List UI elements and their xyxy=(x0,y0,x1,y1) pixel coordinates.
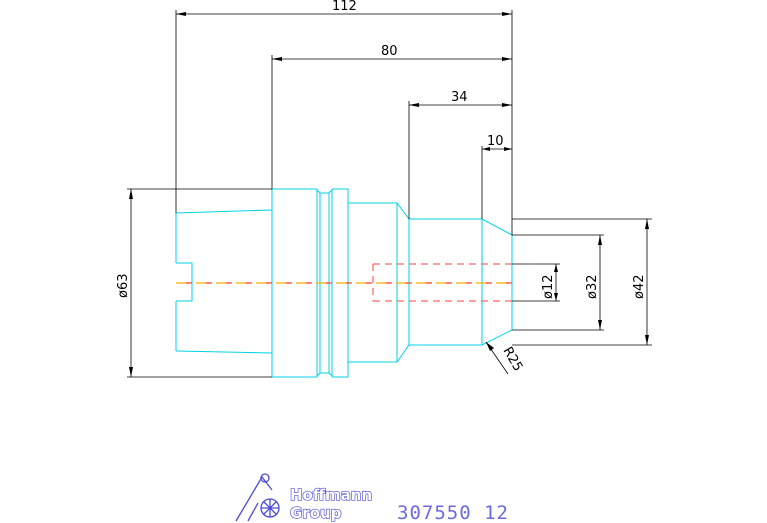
dim-phi32-label: ø32 xyxy=(585,275,600,300)
dim-phi63-label: ø63 xyxy=(116,274,131,299)
flange-outline xyxy=(271,188,318,378)
dim-phi42-label: ø42 xyxy=(632,275,647,300)
dim-r25-label: R25 xyxy=(500,345,526,375)
dim-10-label: 10 xyxy=(487,134,504,149)
collet-slot xyxy=(176,262,193,302)
hoffmann-logo-icon xyxy=(235,473,280,522)
dimension-arrowheads xyxy=(129,12,649,377)
logo-text-group: Group xyxy=(290,504,342,522)
hidden-bore xyxy=(372,263,512,302)
dim-phi12-label: ø12 xyxy=(541,275,556,300)
dimensions xyxy=(127,10,652,378)
dim-80-label: 80 xyxy=(381,44,398,59)
body-outline-bottom xyxy=(348,329,513,363)
part-number: 307550 12 xyxy=(397,502,509,523)
body-outline xyxy=(348,202,513,236)
collet-body-outline xyxy=(175,209,273,354)
dim-34-label: 34 xyxy=(451,90,468,105)
dim-112-label: 112 xyxy=(332,0,357,14)
logo-text-hoffmann: Hoffmann xyxy=(290,486,372,504)
